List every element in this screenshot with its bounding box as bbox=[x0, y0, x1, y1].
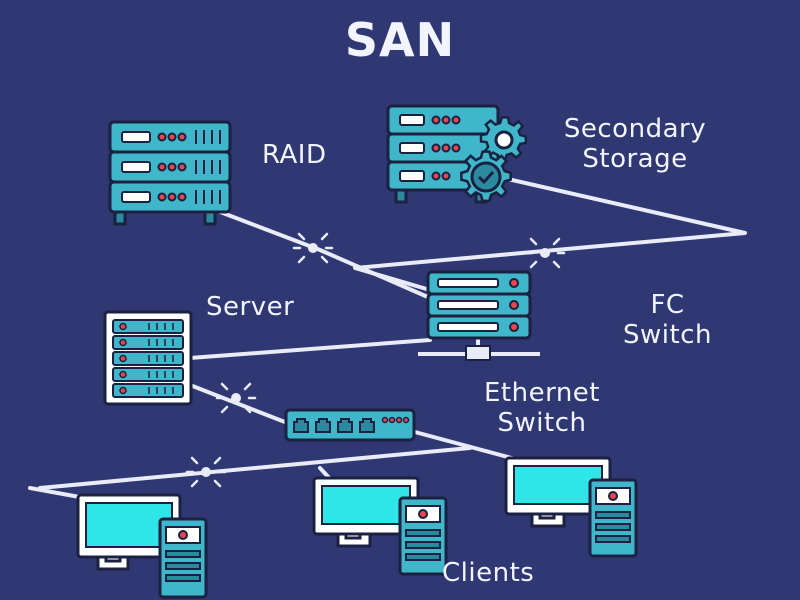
client-left-drop bbox=[28, 486, 87, 500]
links bbox=[28, 173, 747, 500]
fc-switch-label-line-1: FC bbox=[650, 290, 685, 320]
server-rack-icon bbox=[103, 310, 193, 406]
fc-switch-label-line-2: Switch bbox=[623, 320, 712, 350]
storage-to-fc-link bbox=[353, 173, 747, 292]
link-spark bbox=[215, 382, 257, 414]
clients-label: Clients bbox=[442, 558, 535, 588]
client-computer-icon bbox=[312, 476, 448, 576]
check-gear-icon bbox=[460, 150, 512, 203]
raid-to-fc-link bbox=[213, 208, 432, 300]
diagram-title: SAN bbox=[344, 13, 456, 67]
secondary-storage-label: Secondary Storage bbox=[535, 114, 735, 174]
ethernet-switch-label-line-2: Switch bbox=[497, 408, 587, 438]
raid-server-icon bbox=[108, 120, 232, 226]
gear-icon bbox=[479, 116, 528, 162]
client-computer-icon bbox=[76, 493, 208, 599]
link-spark bbox=[524, 237, 566, 269]
raid-label: RAID bbox=[262, 140, 327, 170]
secondary-storage-icon bbox=[386, 104, 500, 204]
ethernet-switch-label: Ethernet Switch bbox=[462, 378, 622, 438]
link-spark bbox=[292, 232, 334, 264]
ethernet-switch-icon bbox=[284, 408, 416, 442]
server-label: Server bbox=[206, 292, 295, 322]
link-spark bbox=[185, 456, 227, 488]
fc-switch-icon bbox=[418, 270, 540, 361]
ethernet-to-client-left-link bbox=[38, 446, 472, 490]
secondary-storage-label-line-2: Storage bbox=[582, 144, 688, 174]
fc-switch-label: FC Switch bbox=[600, 290, 735, 350]
server-to-fc-link bbox=[188, 338, 432, 360]
server-to-ethernet-link bbox=[188, 383, 292, 426]
secondary-storage-label-line-1: Secondary bbox=[563, 114, 707, 144]
client-computer-icon bbox=[504, 456, 638, 558]
ethernet-switch-label-line-1: Ethernet bbox=[484, 378, 600, 408]
